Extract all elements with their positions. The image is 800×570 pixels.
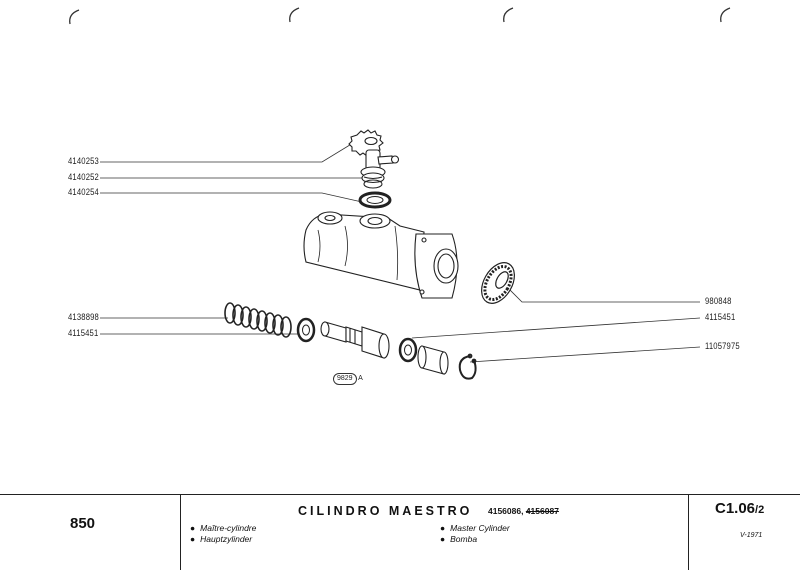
sealing-washer-part	[358, 191, 392, 209]
label-german: ●Hauptzylinder	[190, 534, 253, 544]
page-code: C1.06/2	[715, 500, 764, 517]
callout-4138898: 4138898	[68, 312, 99, 322]
label-spanish-text: Bomba	[450, 534, 478, 544]
callout-980848: 980848	[705, 296, 732, 306]
callout-4115451-right: 4115451	[705, 312, 736, 322]
label-french-text: Maître-cylindre	[200, 523, 257, 533]
part-code-struck: 4156087	[525, 506, 559, 516]
part-code-active: 4156086,	[488, 506, 524, 516]
edition-date: V-1971	[740, 532, 763, 539]
callout-4115451-left: 4115451	[68, 328, 99, 338]
rubber-boot-part	[481, 262, 515, 304]
callout-4140252: 4140252	[68, 172, 99, 182]
reference-suffix: A	[358, 375, 363, 382]
master-cylinder-body	[303, 211, 459, 299]
assembly-part-codes: 4156086, 4156087	[488, 506, 559, 516]
plunger-part	[417, 345, 449, 375]
reference-number: 9829	[333, 373, 357, 385]
title-block: 850 CILINDRO MAESTRO 4156086, 4156087 ●M…	[0, 494, 800, 570]
callout-4140254: 4140254	[68, 187, 99, 197]
page-code-sub: /2	[755, 504, 765, 516]
label-german-text: Hauptzylinder	[200, 534, 253, 544]
page-title: CILINDRO MAESTRO	[298, 504, 473, 518]
divider	[688, 495, 689, 570]
binder-hole-marks	[69, 7, 731, 25]
reference-badge: 9829 A	[333, 373, 363, 385]
spring-part	[224, 302, 292, 338]
cup-seal-left-part	[296, 317, 316, 343]
leader-lines	[100, 139, 701, 363]
divider	[180, 495, 181, 570]
model-number: 850	[70, 515, 96, 532]
label-french: ●Maître-cylindre	[190, 523, 257, 533]
callout-11057975: 11057975	[705, 341, 740, 351]
label-english-text: Master Cylinder	[450, 523, 510, 533]
label-spanish: ●Bomba	[440, 534, 478, 544]
piston-part	[320, 321, 390, 359]
page-code-main: C1.06	[715, 500, 756, 517]
banjo-fitting-part	[360, 149, 400, 189]
circlip-part	[458, 353, 477, 380]
cup-seal-right-part	[398, 337, 418, 363]
callout-4140253: 4140253	[68, 156, 99, 166]
label-english: ●Master Cylinder	[440, 523, 510, 533]
